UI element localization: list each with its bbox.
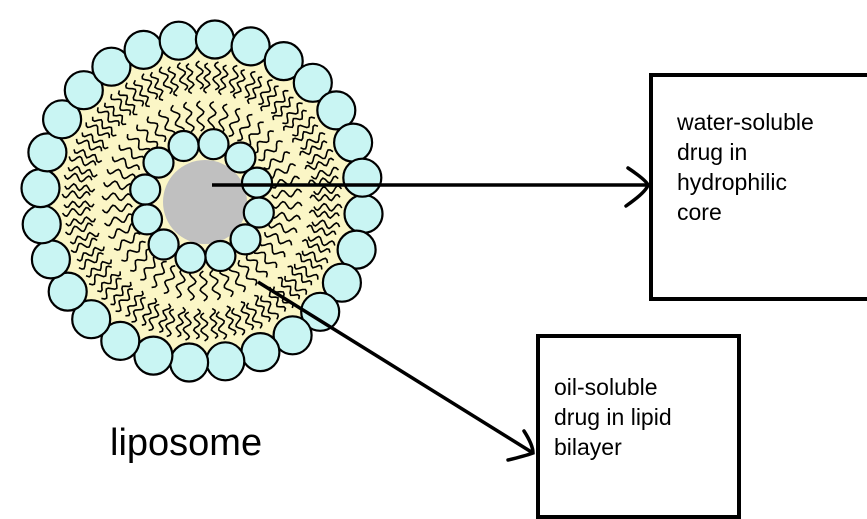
phospholipid-head [32, 240, 70, 278]
phospholipid-head [160, 22, 198, 60]
oil-soluble-drug-label-box: oil-soluble drug in lipid bilayer [536, 334, 741, 519]
phospholipid-head [205, 241, 235, 271]
phospholipid-head [23, 205, 61, 243]
phospholipid-head [206, 342, 244, 380]
phospholipid-head [244, 198, 274, 228]
bilayer-box-line-2: drug in lipid [554, 402, 737, 432]
phospholipid-head [170, 344, 208, 382]
phospholipid-head [343, 159, 381, 197]
phospholipid-head [125, 31, 163, 69]
phospholipid-head [199, 129, 229, 159]
core-box-line-2: drug in [677, 137, 867, 167]
phospholipid-head [334, 124, 372, 162]
water-soluble-drug-label-box: water-soluble drug in hydrophilic core [649, 73, 867, 301]
phospholipid-head [130, 175, 160, 205]
phospholipid-head [132, 204, 162, 234]
bilayer-box-line-1: oil-soluble [554, 372, 737, 402]
phospholipid-head [169, 131, 199, 161]
phospholipid-head [242, 168, 272, 198]
bilayer-arrow-shaft [258, 282, 533, 453]
core-arrow-head [626, 168, 648, 206]
core-box-line-3: hydrophilic [677, 167, 867, 197]
phospholipid-head [241, 333, 279, 371]
core-box-line-1: water-soluble [677, 107, 867, 137]
phospholipid-head [345, 195, 383, 233]
bilayer-box-line-3: bilayer [554, 432, 737, 462]
phospholipid-head [196, 21, 234, 59]
phospholipid-head [22, 169, 60, 207]
phospholipid-head [176, 243, 206, 273]
liposome-caption: liposome [110, 421, 262, 465]
core-box-line-4: core [677, 197, 867, 227]
